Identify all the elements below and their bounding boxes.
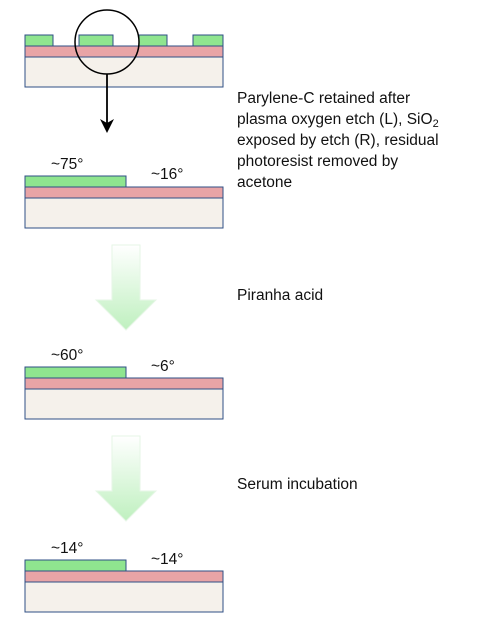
annotation-line: photoresist removed by [237, 153, 399, 170]
substrate-layer [24, 388, 224, 420]
oxide-layer [24, 186, 224, 199]
angle-label-oxide: ~6° [151, 358, 175, 375]
wafer-stack-1 [24, 34, 224, 88]
parylene-pad [138, 34, 168, 47]
substrate-layer [24, 56, 224, 88]
process-arrow-serum [94, 435, 158, 522]
wafer-stack-3 [24, 366, 224, 420]
annotation-line: exposed by etch (R), residual [237, 132, 439, 149]
parylene-pad [24, 175, 127, 188]
angle-label-parylene: ~60° [51, 347, 84, 364]
annotation-line: acetone [237, 174, 293, 191]
process-arrow-piranha [94, 244, 158, 331]
serum-step-label: Serum incubation [237, 476, 358, 493]
substrate-layer [24, 581, 224, 613]
oxide-layer [24, 377, 224, 390]
wafer-stack-4 [24, 559, 224, 613]
substrate-layer [24, 197, 224, 229]
annotation-line: Parylene-C retained after [237, 90, 411, 107]
angle-label-oxide: ~16° [151, 166, 184, 183]
zoom-arrowhead-icon [100, 119, 114, 133]
annotation-line: plasma oxygen etch (L), SiO2 [237, 111, 439, 130]
wafer-stack-2 [24, 175, 224, 229]
etch-step-annotation: Parylene-C retained after plasma oxygen … [237, 88, 439, 193]
piranha-step-label: Piranha acid [237, 287, 324, 304]
parylene-pad [192, 34, 224, 47]
angle-label-parylene: ~75° [51, 156, 84, 173]
parylene-pad [24, 559, 127, 572]
oxide-layer [24, 45, 224, 58]
parylene-pad [24, 34, 54, 47]
oxide-layer [24, 570, 224, 583]
angle-label-parylene: ~14° [51, 540, 84, 557]
angle-label-oxide: ~14° [151, 551, 184, 568]
parylene-pad [78, 34, 114, 47]
parylene-pad [24, 366, 127, 379]
